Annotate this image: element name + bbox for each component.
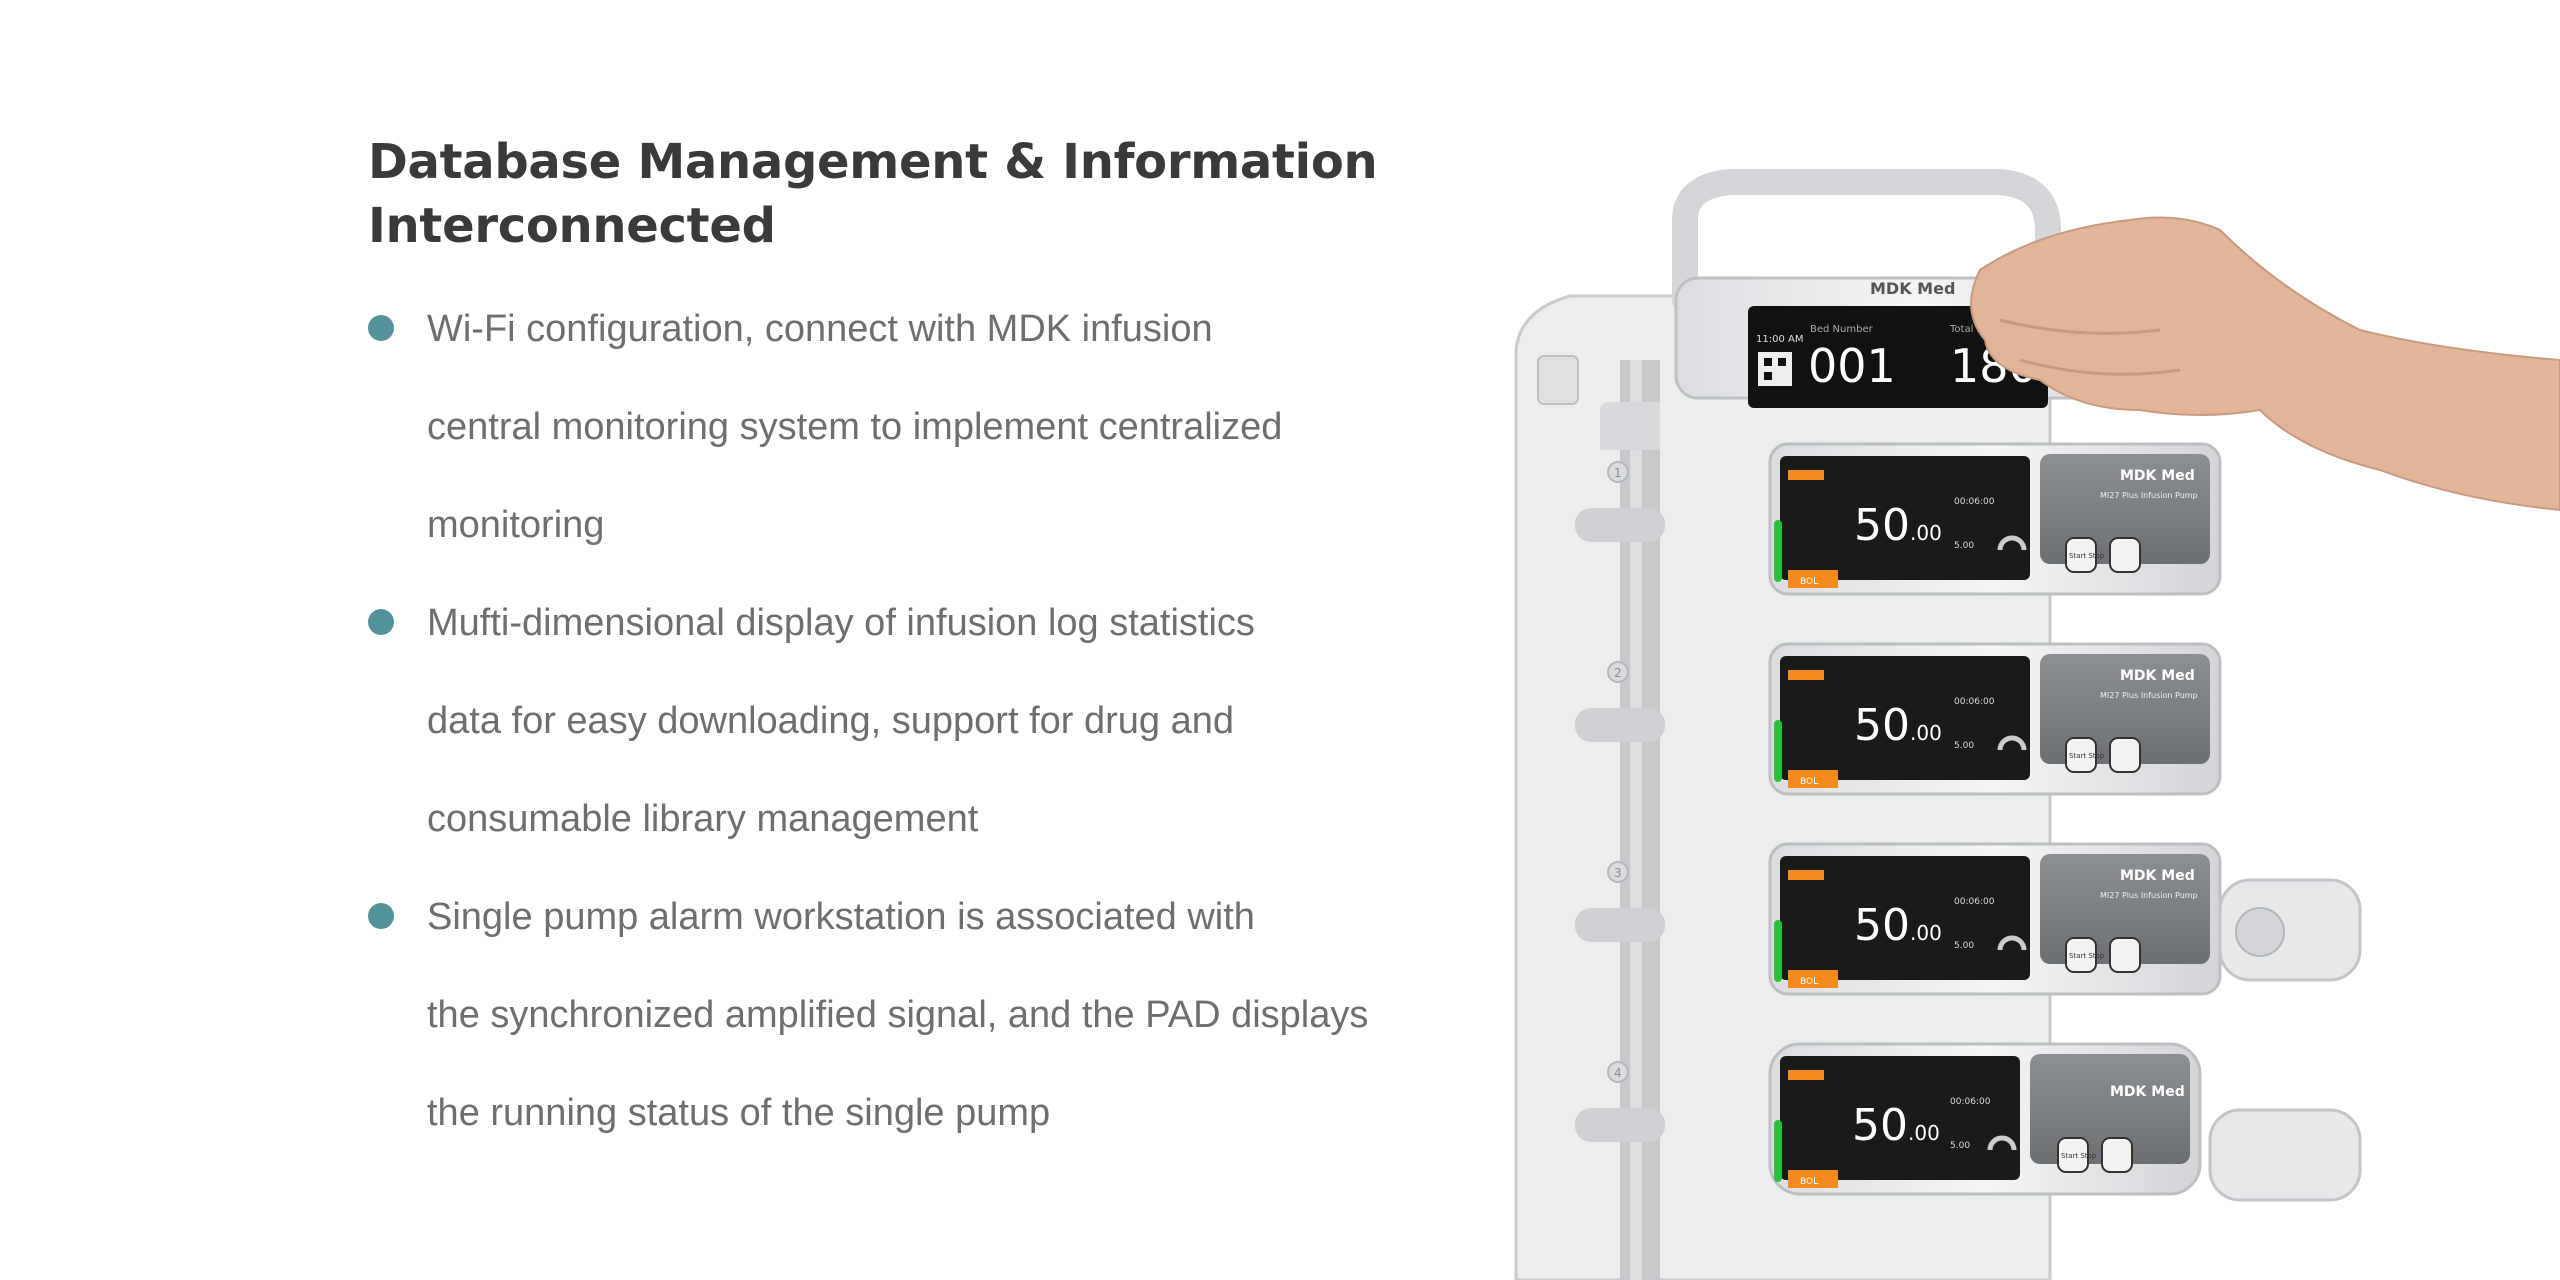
text-line: central monitoring system to implement c… <box>427 406 1283 448</box>
text-line: the running status of the single pump <box>427 1092 1051 1134</box>
rate-value: 50 <box>1854 700 1910 751</box>
title-line-1: Database Management & Information <box>368 134 1378 190</box>
bullet-dot-icon <box>368 609 394 635</box>
bolus-label: BOL <box>1800 577 1818 587</box>
page-title: Database Management & Information Interc… <box>368 130 1458 258</box>
rate-decimals: .00 <box>1910 921 1942 945</box>
feature-text: Mufti-dimensional display of infusion lo… <box>427 574 1457 868</box>
rate-decimals: .00 <box>1910 721 1942 745</box>
text-line: the synchronized amplified signal, and t… <box>427 994 1369 1036</box>
volume-value: 5.00 <box>1954 941 1974 951</box>
brand-logo: MDK Med <box>2110 1084 2185 1100</box>
brand-logo: MDK Med <box>2120 868 2195 884</box>
volume-value: 5.00 <box>1954 741 1974 751</box>
pump-model: MI27 Plus Infusion Pump <box>2100 691 2198 700</box>
slot-number: 4 <box>1614 1066 1622 1080</box>
start-stop-label: Start Stop <box>2069 752 2105 760</box>
content-section: Database Management & Information Interc… <box>368 130 1458 1162</box>
feature-text: Single pump alarm workstation is associa… <box>427 868 1457 1162</box>
text-line: Single pump alarm workstation is associa… <box>427 896 1255 938</box>
rate-value: 50 <box>1854 500 1910 551</box>
brand-logo: MDK Med <box>1870 279 1955 298</box>
start-stop-label: Start Stop <box>2069 952 2105 960</box>
slot-number: 3 <box>1614 866 1622 880</box>
header-time: 11:00 AM <box>1756 334 1803 345</box>
slot-number: 2 <box>1614 666 1622 680</box>
total-label: Total R <box>1949 324 1984 335</box>
start-stop-button[interactable] <box>2065 937 2097 973</box>
bolus-label: BOL <box>1800 777 1818 787</box>
text-line: Wi-Fi configuration, connect with MDK in… <box>427 308 1213 350</box>
rate-decimals: .00 <box>1910 521 1942 545</box>
feature-item-alarm-workstation: Single pump alarm workstation is associa… <box>368 868 1458 1162</box>
rate-value: 50 <box>1854 900 1910 951</box>
feature-item-log-statistics: Mufti-dimensional display of infusion lo… <box>368 574 1458 868</box>
text-line: consumable library management <box>427 798 979 840</box>
time-value: 00:06:00 <box>1954 697 1995 707</box>
feature-list: Wi-Fi configuration, connect with MDK in… <box>368 280 1458 1162</box>
title-line-2: Interconnected <box>368 198 776 254</box>
pump-unit: 3 BOL 50 .00 00:06:00 5.00 MDK Med MI27 … <box>1575 842 2362 996</box>
start-stop-button[interactable] <box>2065 737 2097 773</box>
feature-text: Wi-Fi configuration, connect with MDK in… <box>427 280 1457 574</box>
pump-unit: 4 BOL 50 .00 00:06:00 5.00 MDK Med Start… <box>1575 1042 2362 1202</box>
pump-model: MI27 Plus Infusion Pump <box>2100 491 2198 500</box>
bed-number-label: Bed Number <box>1810 324 1874 335</box>
time-value: 00:06:00 <box>1954 497 1995 507</box>
start-stop-button[interactable] <box>2065 537 2097 573</box>
bolus-label: BOL <box>1800 1177 1818 1187</box>
start-stop-label: Start Stop <box>2061 1152 2097 1160</box>
rack-handle <box>1672 169 2061 313</box>
pump-unit: 2 BOL 50 .00 00:06:00 5.00 MDK Med MI27 … <box>1575 642 2222 796</box>
text-line: data for easy downloading, support for d… <box>427 700 1234 742</box>
time-value: 00:06:00 <box>1954 897 1995 907</box>
text-line: monitoring <box>427 504 605 546</box>
volume-value: 5.00 <box>1950 1141 1970 1151</box>
brand-logo: MDK Med <box>2120 468 2195 484</box>
start-stop-button[interactable] <box>2057 1137 2089 1173</box>
slot-number: 1 <box>1614 466 1622 480</box>
bullet-dot-icon <box>368 315 394 341</box>
time-value: 00:06:00 <box>1950 1097 1991 1107</box>
bolus-button[interactable] <box>2109 737 2141 773</box>
pump-model: MI27 Plus Infusion Pump <box>2100 891 2198 900</box>
bed-number-value: 001 <box>1808 339 1896 393</box>
bolus-label: BOL <box>1800 977 1818 987</box>
bullet-dot-icon <box>368 903 394 929</box>
text-line: Mufti-dimensional display of infusion lo… <box>427 602 1255 644</box>
bolus-button[interactable] <box>2109 537 2141 573</box>
volume-value: 5.00 <box>1954 541 1974 551</box>
pump-unit: 1 BOL 50 .00 00:06:00 5.00 MDK Med MI27 … <box>1575 402 2222 596</box>
feature-item-wifi: Wi-Fi configuration, connect with MDK in… <box>368 280 1458 574</box>
hand-illustration <box>1970 216 2560 512</box>
brand-logo: MDK Med <box>2120 668 2195 684</box>
infusion-pump-workstation-image: MDK Med 11:00 AM Bed Number 001 Total R … <box>1480 120 2560 1280</box>
rate-value: 50 <box>1852 1100 1908 1151</box>
bolus-button[interactable] <box>2109 937 2141 973</box>
bolus-button[interactable] <box>2101 1137 2133 1173</box>
start-stop-label: Start Stop <box>2069 552 2105 560</box>
rate-decimals: .00 <box>1908 1121 1940 1145</box>
